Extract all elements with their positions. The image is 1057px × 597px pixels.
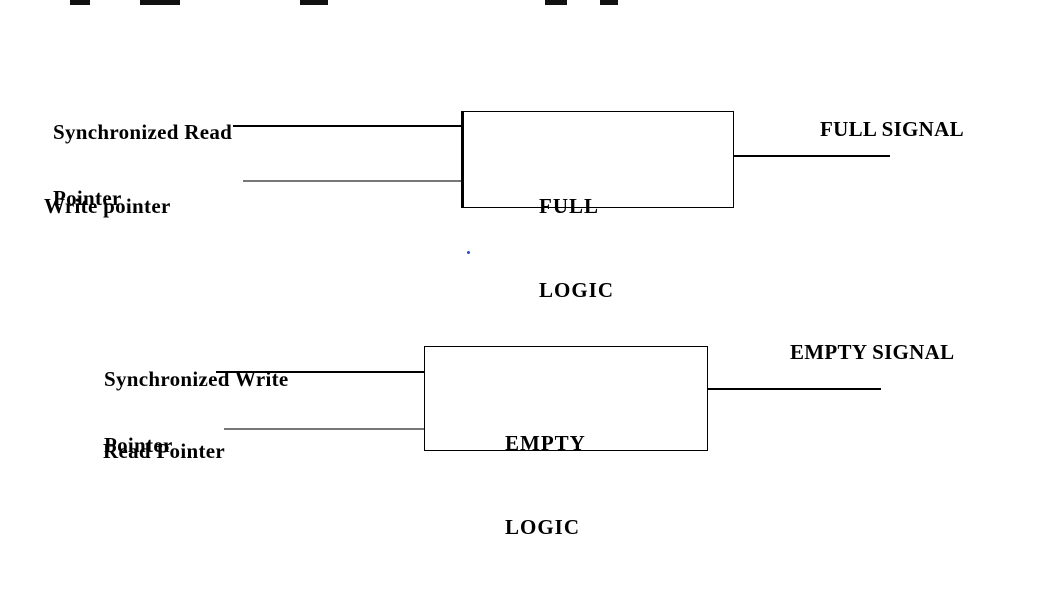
empty-input-read-pointer-label: Read Pointer [103,439,225,463]
full-logic-box: FULL LOGIC [461,111,734,302]
full-write-pointer-wire [243,180,463,182]
full-signal-label: FULL SIGNAL [820,117,964,141]
empty-input-write-pointer-label: Synchronized Write Pointer [104,324,289,500]
empty-read-pointer-wire [224,428,426,430]
empty-logic-box-label: EMPTY LOGIC [505,373,586,597]
empty-signal-wire [707,388,881,390]
empty-logic-label-line1: EMPTY [505,431,586,455]
empty-signal-label: EMPTY SIGNAL [790,340,955,364]
stray-dot [467,251,470,254]
empty-logic-label-line2: LOGIC [505,515,581,539]
full-logic-box-label: FULL LOGIC [539,136,614,360]
full-input-read-pointer-label: Synchronized Read Pointer [53,77,232,253]
empty-logic-box: EMPTY LOGIC [424,346,708,539]
empty-input-write-pointer-line2: Pointer [104,433,173,457]
full-read-pointer-wire [233,125,463,127]
full-logic-label-line2: LOGIC [539,278,615,302]
full-input-read-pointer-line1: Synchronized Read [53,120,233,144]
empty-write-pointer-wire [216,371,426,373]
full-logic-label-line1: FULL [539,194,600,218]
full-input-write-pointer-label: Write pointer [44,194,171,218]
cropped-top-text [0,0,1057,12]
full-input-read-pointer-line2: Pointer [53,186,122,210]
full-signal-wire [733,155,890,157]
empty-input-write-pointer-line1: Synchronized Write [104,367,289,391]
